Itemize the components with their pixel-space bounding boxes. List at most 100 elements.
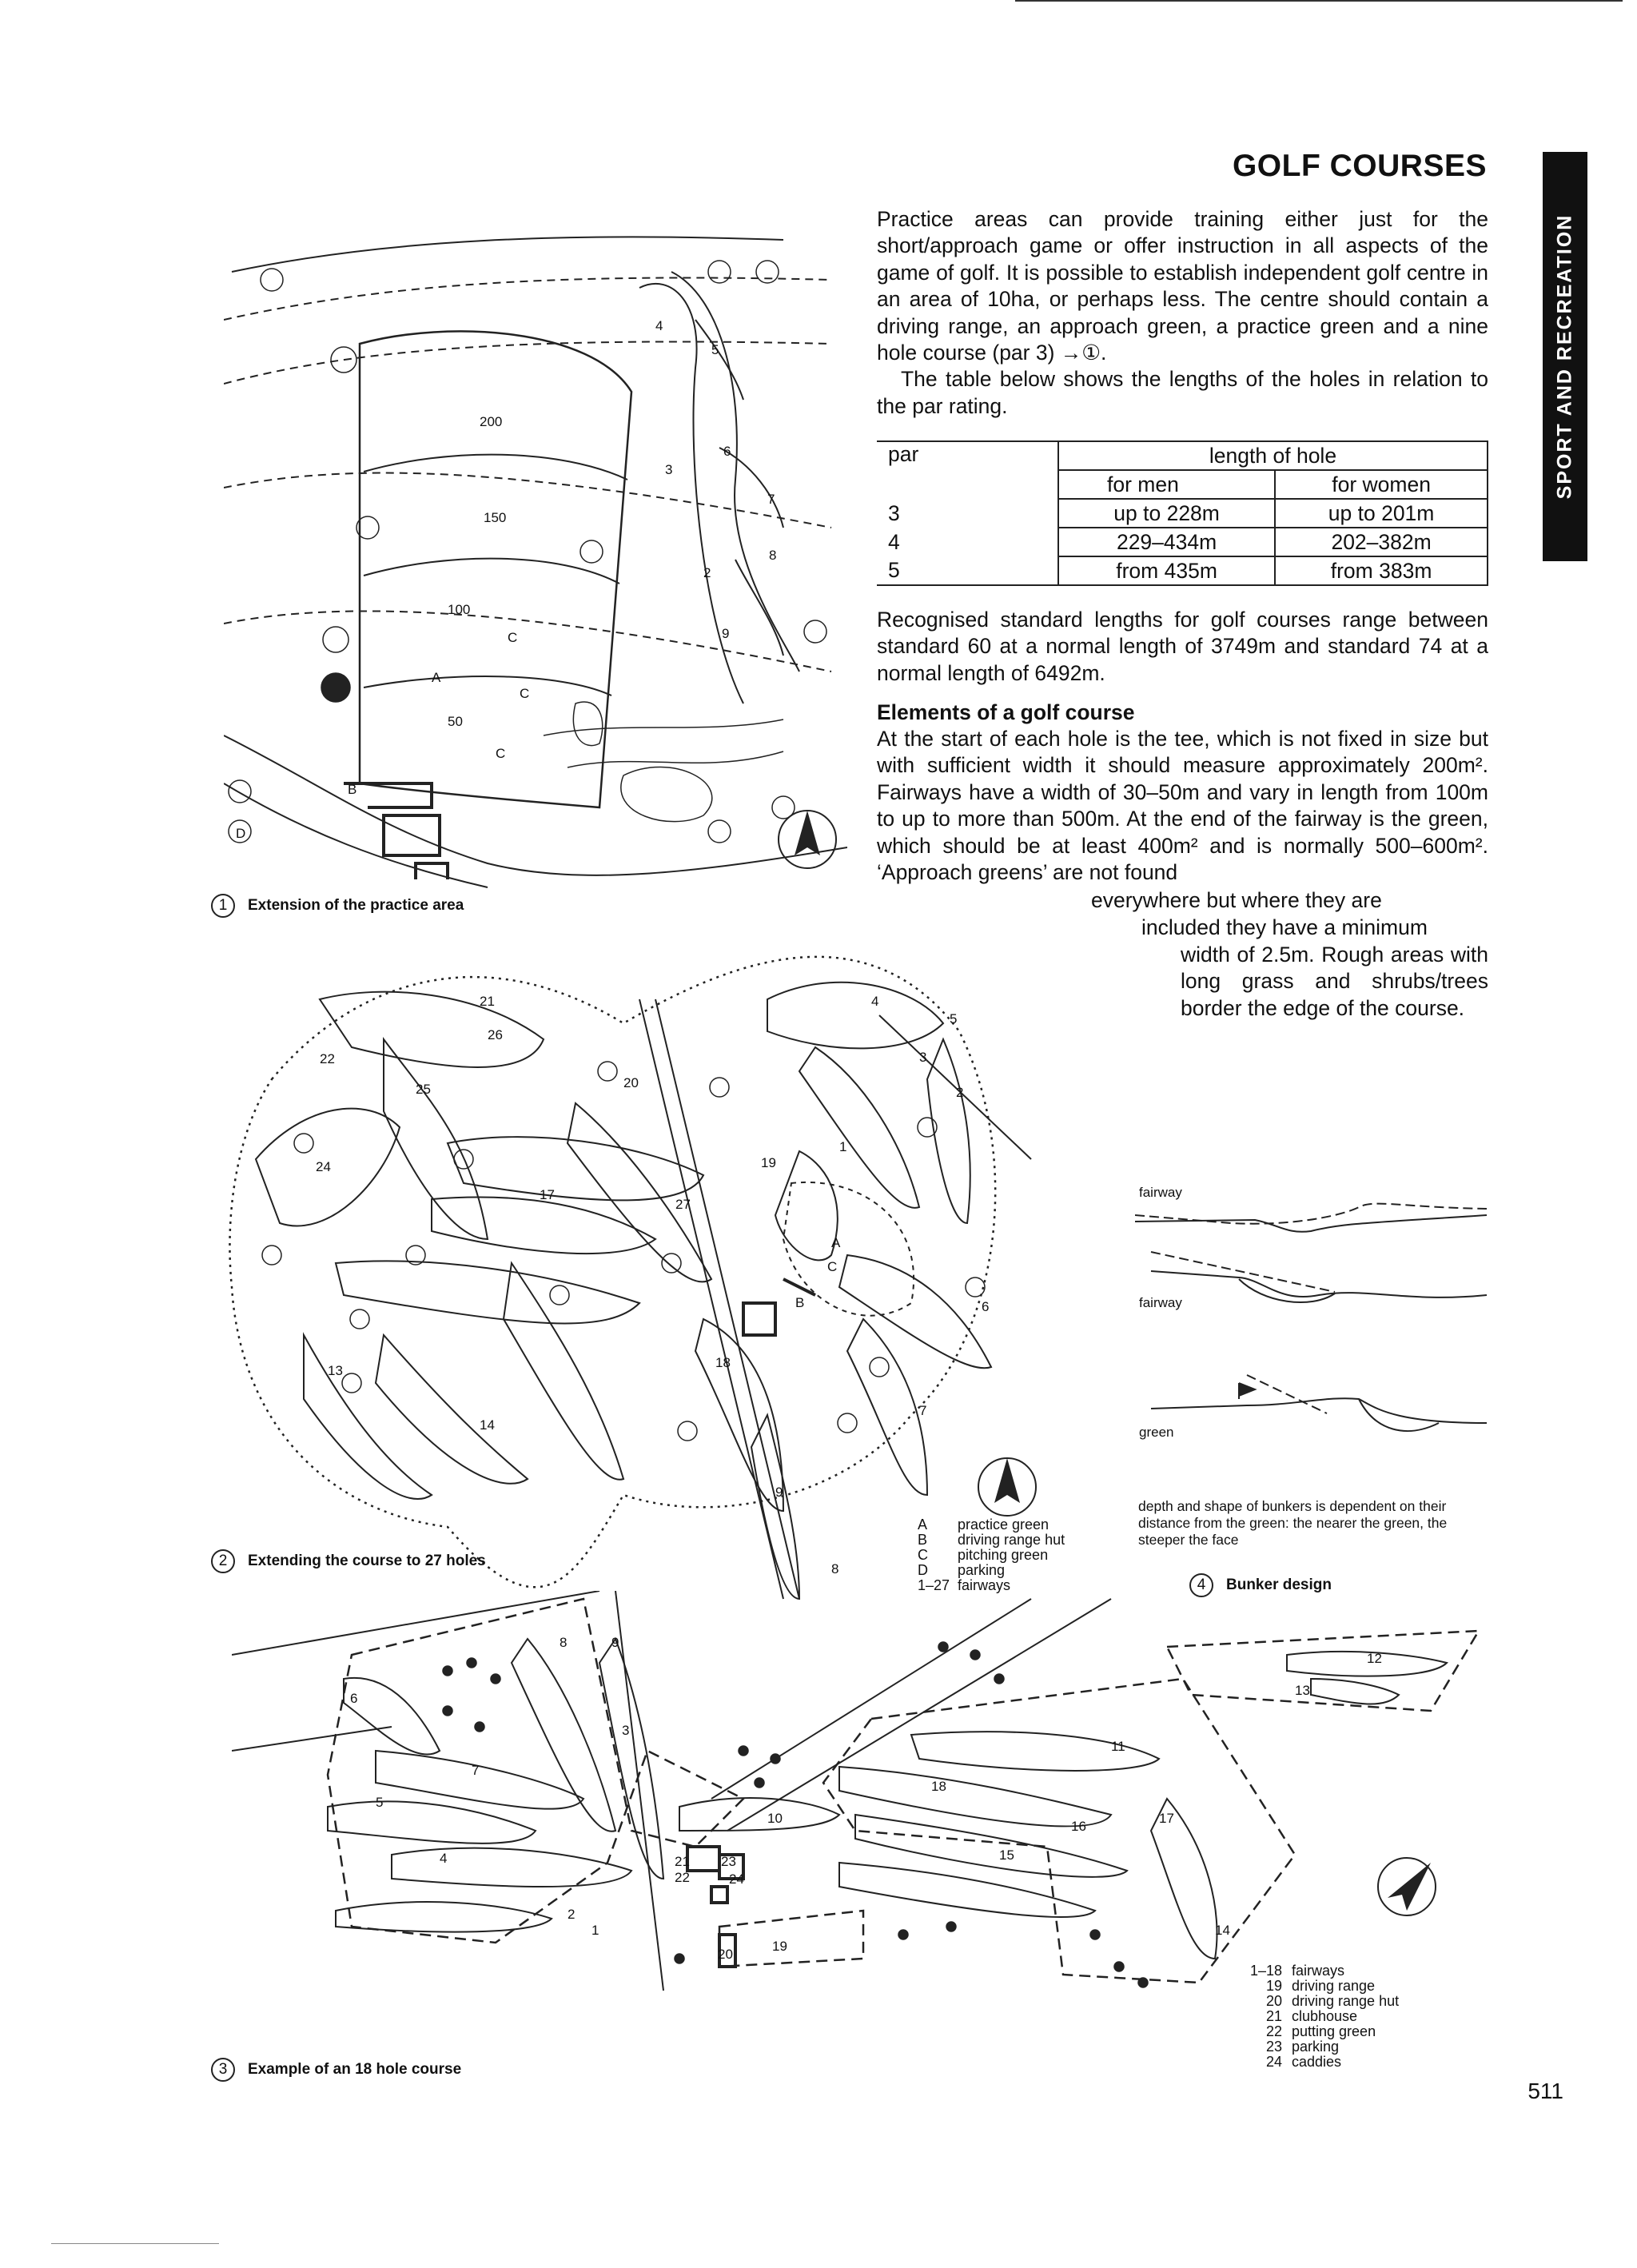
fairway-17: 17: [1159, 1811, 1174, 1826]
label-c-1: C: [508, 630, 517, 645]
fairway-20: 20: [623, 1075, 639, 1090]
fairway-27: 27: [675, 1197, 691, 1212]
table-cell-women: 202–382m: [1274, 527, 1488, 557]
label-c-3: C: [496, 746, 505, 761]
figure-3-drawing: 8 9 3 6 7 5 4 2 1 10 21 22 23 24 19 20 1…: [232, 1591, 1479, 1991]
table-header-par: par: [877, 440, 1059, 470]
figure-2-27-holes: 21 22 26 25 24 20 17 19 27 13 14 18 9 8 …: [224, 919, 1087, 1639]
label-d: D: [236, 826, 245, 841]
table-cell-par: 4: [877, 528, 1059, 556]
figure-2-caption: 2 Extending the course to 27 holes: [211, 1549, 486, 1573]
fairway-24: 24: [316, 1159, 331, 1174]
fairway-9: 9: [611, 1635, 619, 1650]
fairway-7: 7: [919, 1403, 926, 1418]
recognised-lengths-text: Recognised standard lengths for golf cou…: [877, 608, 1488, 685]
bottom-rule: [51, 2243, 219, 2244]
hole-8: 8: [769, 548, 776, 563]
clubhouse-21: 21: [675, 1854, 690, 1869]
yardage-200: 200: [480, 414, 502, 429]
fairway-16: 16: [1071, 1819, 1086, 1834]
hole-5: 5: [711, 342, 719, 357]
putting-green-22: 22: [675, 1870, 690, 1885]
fairway-26: 26: [488, 1027, 503, 1042]
figure-4-bunker-design: [1135, 1159, 1503, 1495]
fairway-10: 10: [767, 1811, 783, 1826]
table-row: 4 229–434m 202–382m: [877, 527, 1488, 557]
figure-4-caption-text: Bunker design: [1226, 1576, 1332, 1593]
figure-1-caption: 1 Extension of the practice area: [211, 894, 464, 918]
table-spacer: [877, 470, 1059, 499]
label-a: A: [432, 670, 441, 685]
caddies-24: 24: [729, 1871, 744, 1887]
figure-2-number: 2: [211, 1549, 235, 1573]
yardage-100: 100: [448, 602, 470, 617]
table-header-length: length of hole: [1057, 440, 1488, 471]
figure-2-drawing: 21 22 26 25 24 20 17 19 27 13 14 18 9 8 …: [229, 955, 1037, 1600]
figure-4-drawing: [1135, 1202, 1488, 1432]
fairway-19: 19: [761, 1155, 776, 1170]
driving-range-19: 19: [772, 1939, 787, 1954]
page-title: GOLF COURSES: [1232, 149, 1487, 183]
fairway-22: 22: [320, 1051, 335, 1066]
figure-1-practice-area: 200 150 100 50 A B C C C D 4 5 6 3 7 8 2…: [224, 224, 847, 895]
intro-paragraph-2: The table below shows the lengths of the…: [877, 367, 1488, 418]
table-cell-women: from 383m: [1274, 556, 1488, 586]
yardage-150: 150: [484, 510, 506, 525]
fairway-12: 12: [1367, 1651, 1382, 1666]
hole-2: 2: [703, 565, 711, 580]
label-c: C: [827, 1259, 837, 1274]
fairway-8: 8: [560, 1635, 567, 1650]
hole-7: 7: [767, 492, 775, 507]
fairway-5: 5: [376, 1795, 383, 1810]
par-length-table: par length of hole for men for women 3 u…: [877, 440, 1488, 586]
fairway-1: 1: [591, 1923, 599, 1938]
fairway-14: 14: [480, 1417, 495, 1433]
elements-heading: Elements of a golf course: [877, 700, 1135, 724]
yardage-50: 50: [448, 714, 463, 729]
fairway-4: 4: [440, 1851, 447, 1866]
figure-3-18-holes: 8 9 3 6 7 5 4 2 1 10 21 22 23 24 19 20 1…: [232, 1591, 1479, 2007]
figure-1-drawing: 200 150 100 50 A B C C C D 4 5 6 3 7 8 2…: [224, 236, 847, 888]
figure-2-caption-text: Extending the course to 27 holes: [248, 1553, 486, 1569]
fairway-9: 9: [775, 1485, 783, 1500]
fairway-8: 8: [831, 1561, 838, 1576]
table-cell-men: 229–434m: [1057, 527, 1277, 557]
fairway-7: 7: [472, 1763, 479, 1778]
figure-3-caption: 3 Example of an 18 hole course: [211, 2058, 461, 2082]
table-cell-women: up to 201m: [1274, 498, 1488, 528]
hole-6: 6: [723, 444, 731, 459]
fairway-21: 21: [480, 994, 495, 1009]
elements-text-c: included they have a minimum: [1141, 915, 1428, 939]
fairway-11: 11: [1111, 1739, 1125, 1754]
bunker-design-note: depth and shape of bunkers is dependent …: [1138, 1498, 1448, 1548]
fairway-6: 6: [350, 1691, 357, 1706]
table-cell-men: from 435m: [1057, 556, 1277, 586]
elements-text-b: everywhere but where they are: [1091, 888, 1382, 912]
table-cell-par: 3: [877, 499, 1059, 528]
elements-text-a: At the start of each hole is the tee, wh…: [877, 727, 1488, 885]
fairway-3: 3: [622, 1723, 629, 1738]
table-row: 5 from 435m from 383m: [877, 556, 1488, 586]
fairway-5: 5: [950, 1011, 957, 1026]
elements-text-d: width of 2.5m. Rough areas with long gra…: [1181, 943, 1488, 1020]
fairway-4: 4: [871, 994, 878, 1009]
figure-1-caption-text: Extension of the practice area: [248, 897, 464, 914]
hole-9: 9: [722, 626, 729, 641]
figure-1-number: 1: [211, 894, 235, 918]
label-b: B: [348, 782, 356, 797]
hole-4: 4: [655, 318, 663, 333]
fairway-6: 6: [982, 1299, 989, 1314]
fairway-18: 18: [715, 1355, 731, 1370]
fairway-13: 13: [328, 1363, 343, 1378]
